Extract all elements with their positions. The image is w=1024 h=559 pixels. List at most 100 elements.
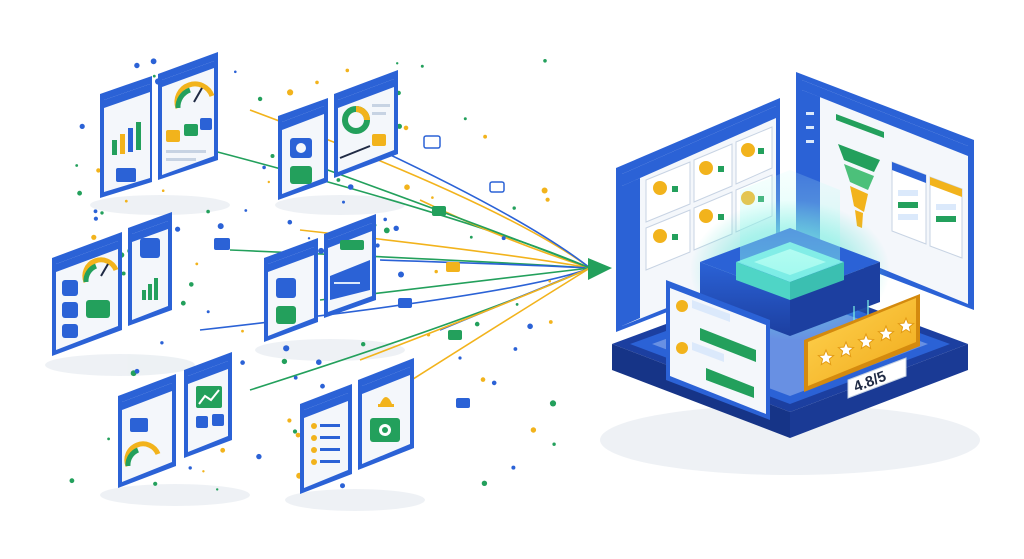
data-dot (396, 123, 402, 129)
data-dot (206, 209, 210, 214)
data-dot (431, 196, 434, 199)
mail-icon (62, 280, 78, 296)
gear-icon (62, 302, 78, 318)
flow-line (299, 159, 591, 269)
checklist-icon (130, 418, 148, 432)
avatar-icon (676, 342, 688, 354)
data-dot (77, 190, 82, 196)
data-dot (287, 418, 292, 423)
data-dot (234, 70, 237, 74)
data-dot (342, 200, 345, 204)
flow-line (199, 267, 591, 331)
phone-icon (718, 166, 724, 172)
data-dot (552, 442, 556, 446)
gauge-icon (82, 257, 119, 283)
data-dot (134, 62, 140, 69)
data-dot (463, 117, 467, 121)
donut-chart-icon (342, 106, 370, 134)
data-dot (160, 341, 164, 345)
phone-icon (672, 234, 678, 240)
gear-icon (196, 416, 208, 428)
gear-icon (212, 414, 224, 426)
data-dot (295, 432, 301, 438)
mail-icon (290, 166, 312, 184)
star-icon (837, 340, 855, 358)
gear-icon (62, 324, 78, 338)
funnel-chart-icon (838, 144, 880, 228)
mail-icon (116, 168, 136, 182)
data-dot (307, 237, 311, 240)
avatar-icon (653, 181, 667, 195)
gauge-icon (174, 81, 215, 109)
data-dot (217, 223, 224, 230)
data-dot (293, 375, 298, 380)
fragmented-window-dashboard (100, 52, 218, 198)
data-dot (458, 356, 462, 360)
data-dot (320, 383, 325, 389)
data-dot (480, 377, 486, 382)
fragmented-window-notifications (300, 358, 414, 494)
data-dot (375, 243, 380, 248)
data-dot (481, 480, 488, 486)
data-dot (283, 345, 290, 352)
data-dot (93, 216, 98, 221)
data-dot (134, 368, 140, 374)
data-dot (270, 154, 275, 158)
data-dot (345, 68, 350, 73)
data-dot (548, 279, 551, 283)
data-dot (426, 333, 431, 337)
data-dot (541, 187, 548, 194)
database-icon (140, 238, 160, 258)
data-dot (100, 211, 104, 215)
mail-icon (86, 300, 110, 318)
chart-icon (112, 122, 141, 155)
rating-badge: 4.8/5 (804, 294, 920, 399)
flow-line (209, 149, 591, 269)
bell-icon (378, 397, 394, 407)
data-dot (469, 235, 473, 239)
data-dot (404, 184, 410, 190)
data-dot (511, 465, 516, 470)
data-dot (93, 209, 98, 214)
data-dot (206, 310, 210, 314)
data-dot (161, 189, 165, 192)
data-dot (287, 219, 293, 225)
chat-bubble-icon (706, 368, 754, 398)
data-dot (150, 58, 157, 65)
fragmented-window-settings (278, 70, 398, 200)
data-dot (244, 209, 248, 212)
fragmented-window-analytics (52, 212, 172, 356)
data-dot (281, 358, 288, 365)
phone-icon (672, 186, 678, 192)
data-dot (393, 225, 399, 231)
star-icon (817, 348, 835, 366)
phone-icon (718, 214, 724, 220)
data-dot (124, 199, 128, 203)
database-icon (276, 278, 296, 298)
data-dot (403, 125, 409, 131)
data-dot (420, 64, 424, 68)
data-dot (483, 134, 487, 139)
data-dot (180, 300, 186, 306)
data-dot (316, 359, 322, 366)
data-dot (383, 217, 388, 222)
data-dot (267, 180, 270, 184)
chart-icon (142, 278, 158, 300)
star-icon (877, 324, 895, 342)
data-dot (257, 96, 263, 102)
data-dot (121, 271, 126, 276)
mail-icon (166, 130, 180, 142)
data-dot (545, 197, 550, 202)
gear-icon (276, 306, 296, 324)
data-dot (515, 303, 519, 306)
fragmented-window-metrics (118, 352, 232, 488)
data-dot (318, 247, 325, 254)
chart-icon (196, 386, 222, 408)
star-icon (897, 316, 915, 334)
rating-stars (817, 316, 915, 366)
data-dot (107, 437, 110, 441)
floating-data-chips (214, 135, 505, 408)
fragmented-window-database (264, 214, 376, 342)
data-dot (292, 429, 298, 434)
